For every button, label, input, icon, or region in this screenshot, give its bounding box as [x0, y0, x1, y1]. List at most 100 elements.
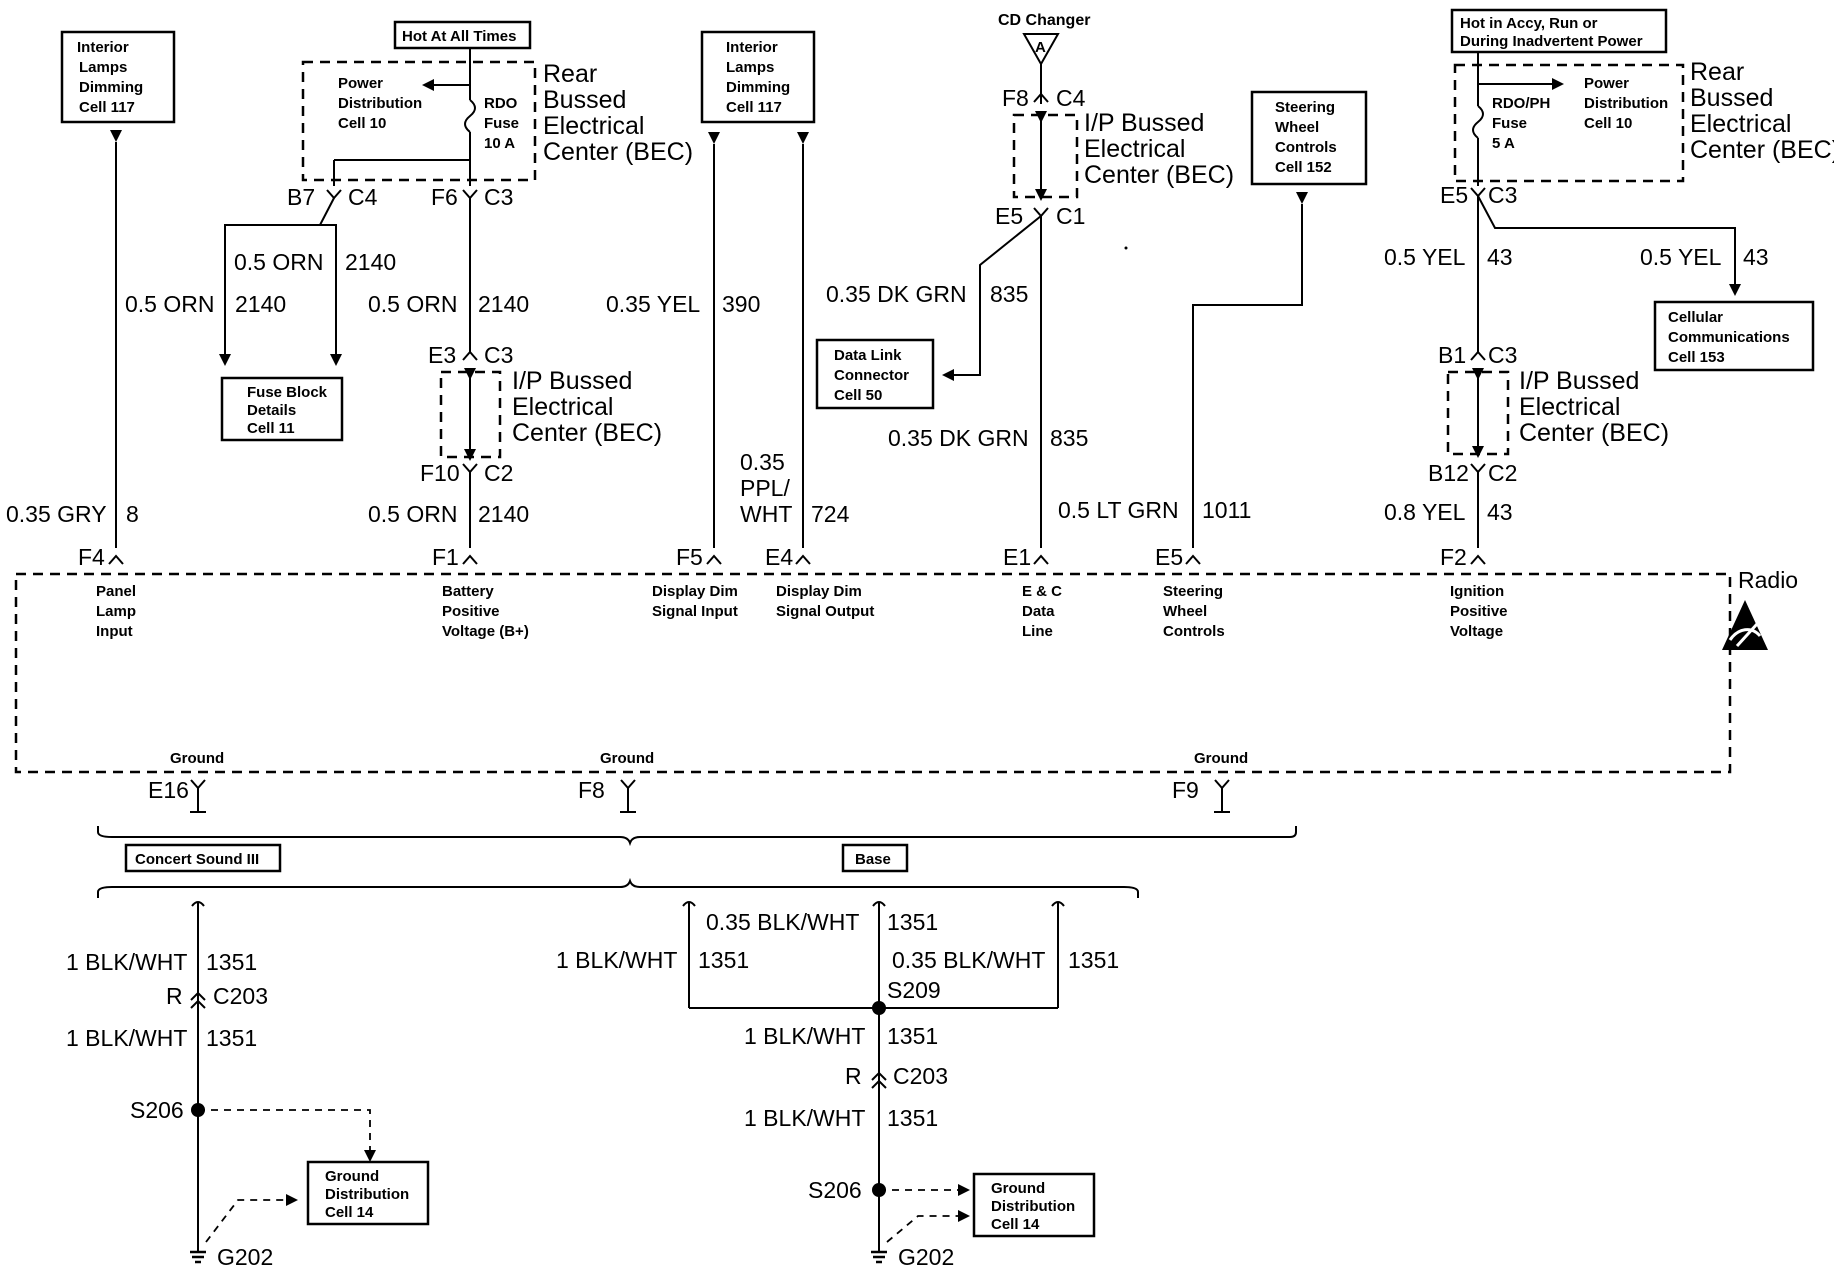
wire-color: 0.5 ORN	[234, 249, 323, 275]
ref-text: Cell 10	[1584, 115, 1632, 132]
wire-number: 724	[811, 501, 850, 527]
ref-text: 5 A	[1492, 135, 1515, 152]
source-arrow	[1296, 192, 1308, 204]
conn-label: B7	[287, 184, 315, 210]
radio-pin-desc: Wheel	[1163, 603, 1207, 620]
conn-label: C203	[213, 983, 268, 1009]
radio-pin-desc: Voltage (B+)	[442, 623, 529, 640]
bec-label: Rear	[1690, 58, 1744, 86]
radio-pin-group: F4PanelLampInputF1BatteryPositiveVoltage…	[78, 544, 1508, 640]
ref-text: Cell 14	[991, 1216, 1040, 1233]
ref-text: A	[1035, 39, 1046, 56]
radio-pin-desc: Battery	[442, 583, 494, 600]
splice-label: S206	[130, 1097, 184, 1123]
ref-text: Cell 14	[325, 1204, 374, 1221]
wire-color: 0.8 YEL	[1384, 499, 1466, 525]
bec-label: Center (BEC)	[1084, 161, 1234, 189]
radio-pin-desc: Data	[1022, 603, 1055, 620]
wire-color: 0.35 YEL	[606, 291, 700, 317]
wire-number: 1011	[1202, 497, 1251, 523]
ref-text: Details	[247, 402, 296, 419]
ground-distribution-box-1: Ground Distribution Cell 14	[306, 1160, 430, 1226]
ground-symbol	[190, 1250, 206, 1264]
wire-color: 0.5 ORN	[368, 501, 457, 527]
conn-label: E5	[1440, 182, 1468, 208]
ref-text: Cell 117	[79, 99, 135, 116]
radio-pin-desc: Positive	[1450, 603, 1508, 620]
wire-color: 1 BLK/WHT	[744, 1105, 865, 1131]
cellular-communications-box: Cellular Communications Cell 153	[1653, 300, 1815, 372]
ref-text: Fuse Block	[247, 384, 328, 401]
conn-label: C3	[1488, 182, 1517, 208]
ground-pin-id: E16	[148, 777, 189, 803]
radio-pin-desc: Voltage	[1450, 623, 1503, 640]
connector-icon	[795, 554, 811, 565]
connector-icon	[108, 554, 124, 565]
conn-label: E3	[428, 342, 456, 368]
fuse-icon	[464, 99, 476, 133]
ground-circuit-left: 1 BLK/WHT 1351 R C203 1 BLK/WHT 1351 S20…	[66, 901, 376, 1270]
ref-text: Dimming	[726, 79, 790, 96]
radio-pin-desc: Steering	[1163, 583, 1223, 600]
conn-label: F6	[431, 184, 458, 210]
interior-lamps-dimming-box-1: Interior Lamps Dimming Cell 117	[60, 30, 176, 124]
radio-pin-label: F2	[1440, 544, 1467, 570]
connector-icon	[462, 554, 478, 565]
ground-pin-label: Ground	[1194, 750, 1248, 767]
interior-lamps-dimming-box-2: Interior Lamps Dimming Cell 117	[700, 30, 816, 124]
ref-text: Data Link	[834, 347, 902, 364]
ground-label: G202	[217, 1244, 273, 1270]
conn-label: F10	[420, 460, 460, 486]
ref-text: Lamps	[79, 59, 127, 76]
wire-color: 1 BLK/WHT	[66, 1025, 187, 1051]
wire-number: 1351	[887, 909, 938, 935]
wire-number: 2140	[478, 291, 529, 317]
ref-text: Interior	[77, 39, 129, 56]
wire-color: 0.5 ORN	[368, 291, 457, 317]
radio-pin-label: E4	[765, 544, 793, 570]
ip-bec-left: I/P Bussed Electrical Center (BEC)	[439, 367, 662, 461]
ref-text: During Inadvertent Power	[1460, 33, 1643, 50]
ref-text: Cell 10	[338, 115, 386, 132]
ground-symbol	[871, 1250, 887, 1264]
ground-circuit-right: 0.35 BLK/WHT 1351 1 BLK/WHT 1351 0.35 BL…	[556, 901, 1119, 1270]
radio-pin-desc: E & C	[1022, 583, 1062, 600]
wire-yel-cellular	[1477, 195, 1741, 296]
wire-number: 1351	[887, 1105, 938, 1131]
bec-label: Electrical	[1690, 110, 1791, 138]
wire-color: 0.5 LT GRN	[1058, 497, 1179, 523]
conn-label: C3	[484, 184, 513, 210]
ref-text: 10 A	[484, 135, 515, 152]
connector-icon	[1185, 554, 1201, 565]
stray-mark	[1124, 246, 1128, 250]
radio-pin-desc: Ignition	[1450, 583, 1504, 600]
connector-icon	[462, 350, 478, 361]
wire-color: 1 BLK/WHT	[66, 949, 187, 975]
bec-label: I/P Bussed	[1519, 367, 1639, 395]
ground-connector-icon	[190, 779, 206, 813]
ref-text: RDO	[484, 95, 518, 112]
hot-at-all-times-box: Hot At All Times	[393, 20, 532, 50]
option-base: Base	[841, 843, 909, 873]
wire-number: 835	[1050, 425, 1088, 451]
connector-icon	[462, 189, 478, 200]
radio-pin-desc: Line	[1022, 623, 1053, 640]
wire-number: 1351	[887, 1023, 938, 1049]
radio-pin-label: F5	[676, 544, 703, 570]
radio-pin-desc: Display Dim	[652, 583, 738, 600]
wire-number: 43	[1743, 244, 1769, 270]
connector-icon	[1033, 554, 1049, 565]
rear-bec-right: RDO/PH Fuse 5 A Power Distribution Cell …	[1453, 52, 1834, 186]
data-link-connector-box: Data Link Connector Cell 50	[815, 338, 935, 410]
wire-dk-grn-dlc	[942, 215, 1042, 381]
ground-pin-id: F9	[1172, 777, 1199, 803]
ground-connector-icon	[1214, 779, 1230, 813]
bec-label: Center (BEC)	[512, 419, 662, 447]
radio-pin-desc: Signal Output	[776, 603, 874, 620]
ref-text: Communications	[1668, 329, 1790, 346]
conn-label: C4	[348, 184, 378, 210]
wire-color: 0.35 DK GRN	[826, 281, 967, 307]
conn-label: R	[845, 1063, 862, 1089]
bec-label: Electrical	[1519, 393, 1620, 421]
